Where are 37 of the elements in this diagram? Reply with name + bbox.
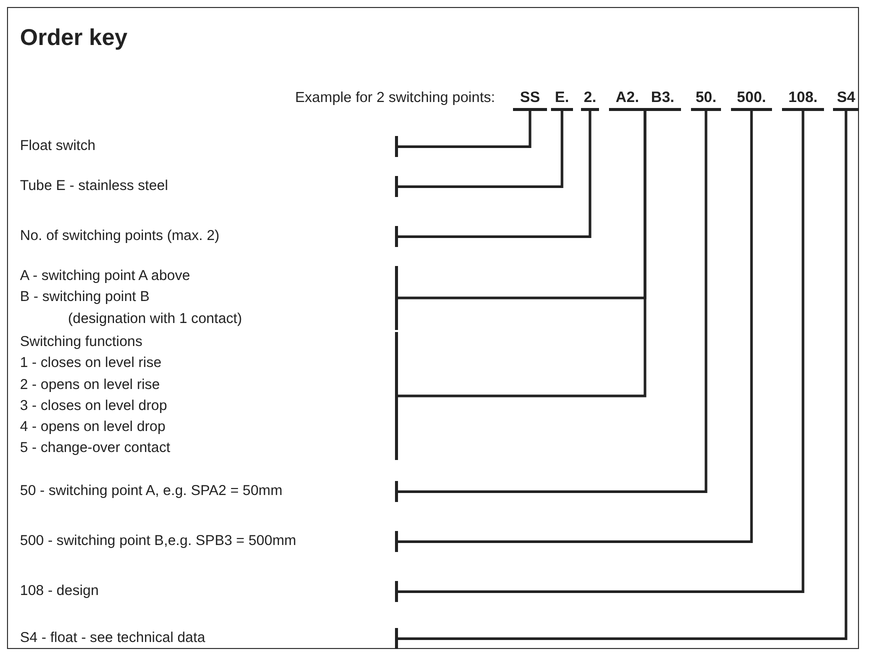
code-segment: 50.: [691, 88, 721, 111]
example-caption: Example for 2 switching points:: [295, 89, 495, 108]
description-block: [20, 266, 398, 330]
leader-line: [398, 111, 532, 148]
code-segment: 500.: [731, 88, 772, 111]
title: Order key: [20, 24, 128, 51]
description-block: 500 - switching point B,e.g. SPB3 = 500mm: [20, 531, 398, 552]
description-block: 108 - design: [20, 581, 398, 602]
description-block: 50 - switching point A, e.g. SPA2 = 50mm: [20, 481, 398, 502]
leader-line: [398, 111, 592, 238]
code-text: B3.: [651, 88, 674, 108]
description-line: A - switching point A above: [20, 267, 192, 286]
description-line: 3 - closes on level drop: [20, 396, 168, 416]
leader-line: [398, 111, 646, 398]
code-text: A2.: [616, 88, 639, 108]
code-segment: S4: [833, 88, 859, 111]
description-line: 1 - closes on level rise: [20, 354, 162, 374]
leader-line: [398, 111, 753, 543]
code-segment: 2.: [581, 88, 599, 111]
description-line: B - switching point B: [20, 288, 151, 308]
leader-line: [398, 111, 804, 593]
description-block: No. of switching points (max. 2): [20, 226, 398, 248]
leader-line: [398, 111, 848, 640]
code-segment: 108.: [782, 88, 824, 111]
leader-line: [398, 111, 708, 493]
description-line: Switching functions: [20, 333, 144, 352]
description-block: S4 - float - see technical data: [20, 628, 398, 650]
description-block: [20, 332, 398, 460]
leader-line: [398, 111, 564, 188]
description-block: Float switch: [20, 136, 398, 158]
description-line: 4 - opens on level drop: [20, 418, 166, 438]
description-block: Tube E - stainless steel: [20, 176, 398, 198]
code-segment: E.: [551, 88, 573, 111]
code-segment: SS: [513, 88, 547, 111]
description-line: 5 - change-over contact: [20, 439, 172, 458]
description-line: (designation with 1 contact): [67, 310, 244, 329]
description-line: 2 - opens on level rise: [20, 376, 161, 395]
